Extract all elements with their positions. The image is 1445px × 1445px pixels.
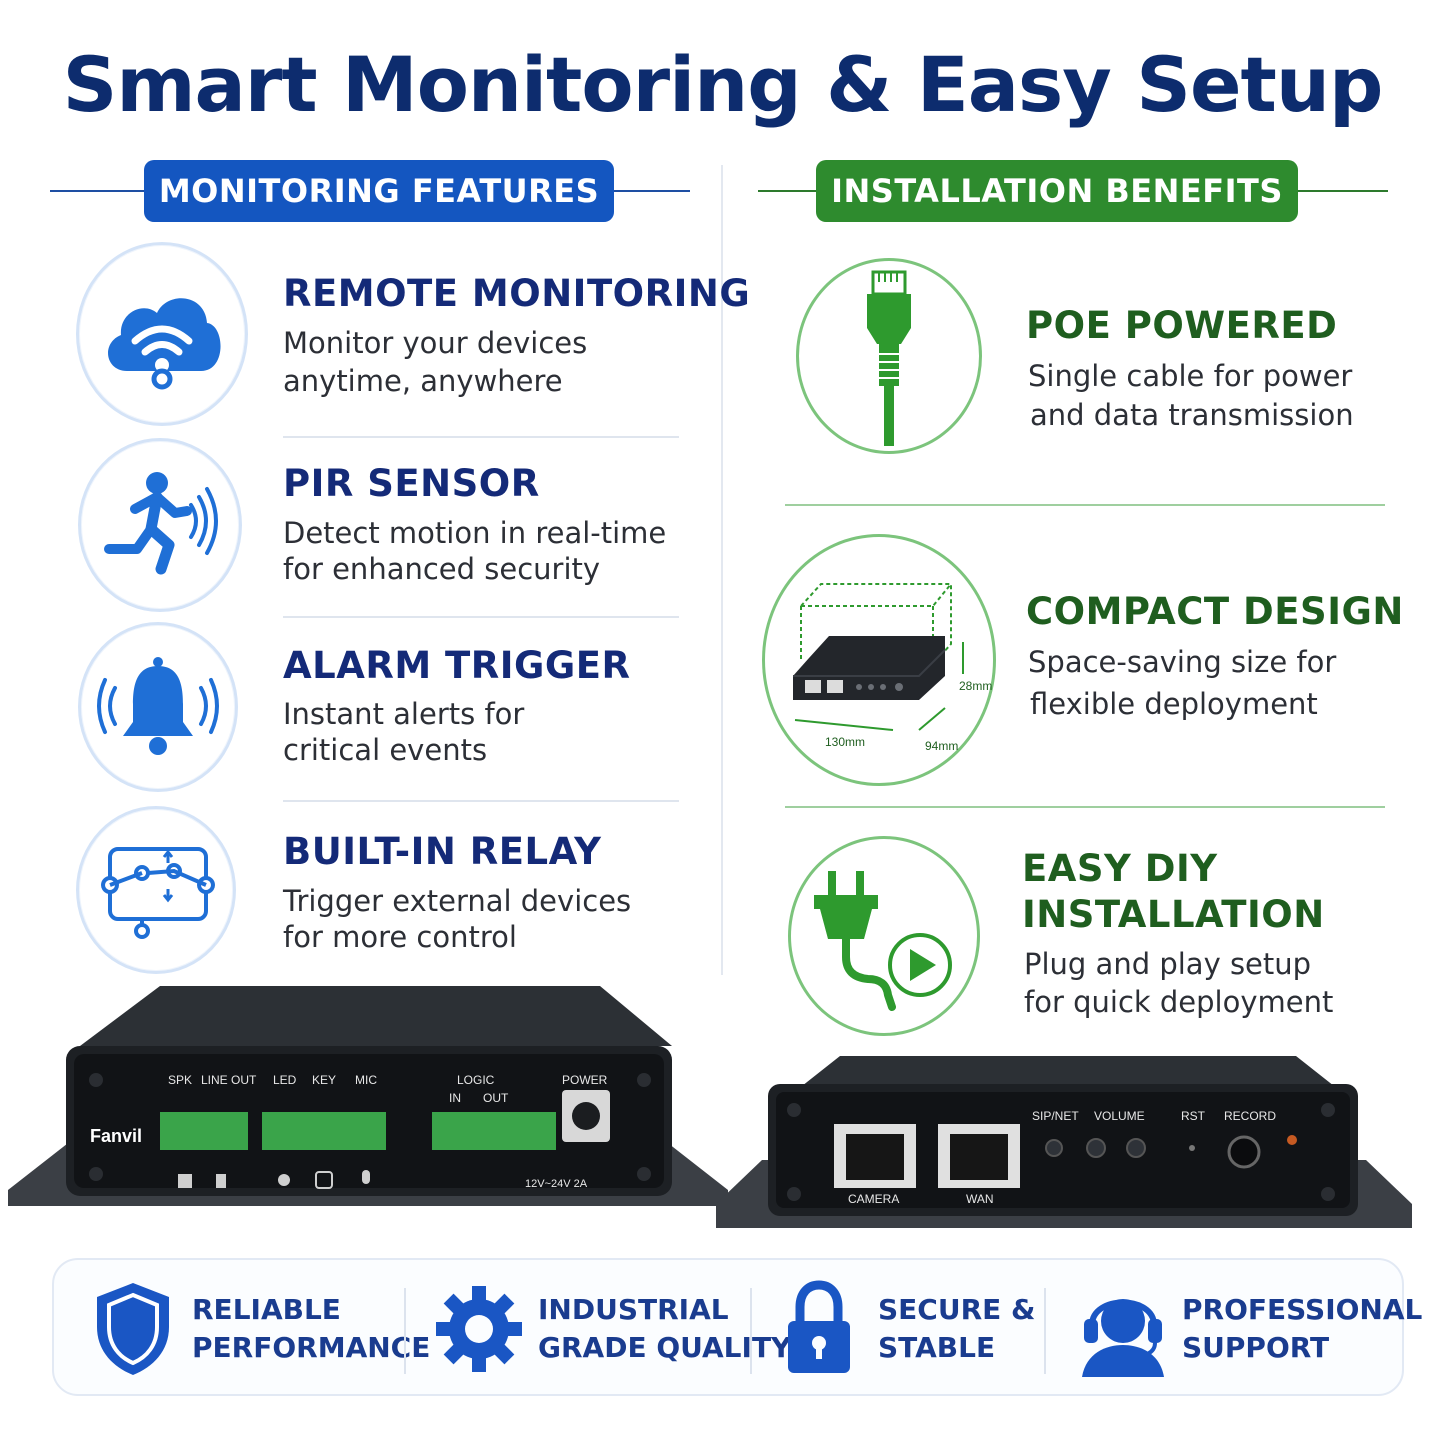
monitoring-features-label: MONITORING FEATURES xyxy=(144,160,614,222)
feature-desc-line1: Trigger external devices xyxy=(283,884,632,918)
feature-desc-line2: for more control xyxy=(283,920,517,954)
installation-benefits-label: INSTALLATION BENEFITS xyxy=(816,160,1298,222)
feature-desc-line1: Single cable for power xyxy=(1028,359,1353,393)
installation-benefits-header: INSTALLATION BENEFITS xyxy=(758,160,1388,222)
relay-switch-icon xyxy=(101,847,215,939)
port-label-mic: MIC xyxy=(355,1073,377,1087)
feature-title: BUILT-IN RELAY xyxy=(283,830,602,873)
feature-separator xyxy=(283,436,679,438)
port-label-power: POWER xyxy=(562,1073,608,1087)
page-title: Smart Monitoring & Easy Setup xyxy=(62,40,1384,129)
power-voltage-label: 12V~24V 2A xyxy=(525,1178,588,1190)
compact-device-icon: 130mm 94mm 28mm xyxy=(793,583,992,753)
port-label-volume: VOLUME xyxy=(1094,1109,1145,1123)
feature-separator xyxy=(283,616,679,618)
port-label-key: KEY xyxy=(312,1073,337,1087)
shield-icon xyxy=(97,1283,169,1375)
port-label-wan: WAN xyxy=(966,1192,994,1206)
port-label-record: RECORD xyxy=(1224,1109,1277,1123)
ethernet-cable-icon xyxy=(867,270,911,446)
bottom-item-line2: GRADE QUALITY xyxy=(538,1331,792,1364)
feature-desc-line1: Space-saving size for xyxy=(1028,645,1337,679)
bottom-item-line1: SECURE & xyxy=(878,1293,1036,1326)
port-label-in: IN xyxy=(449,1091,461,1105)
bottom-item-line1: INDUSTRIAL xyxy=(538,1293,729,1326)
device-front-panel: Fanvil SPK LINE OUT LED KEY MIC LOGIC IN… xyxy=(8,984,728,1220)
bottom-separator xyxy=(1044,1288,1046,1374)
dim-height: 28mm xyxy=(959,679,992,693)
gear-icon xyxy=(436,1286,522,1372)
running-person-icon xyxy=(104,472,218,575)
cloud-wifi-icon xyxy=(108,298,221,390)
feature-title: REMOTE MONITORING xyxy=(283,272,751,315)
bottom-features-bar: RELIABLE PERFORMANCE xyxy=(52,1258,1422,1398)
port-label-sipnet: SIP/NET xyxy=(1032,1109,1079,1123)
plug-play-icon xyxy=(814,871,952,1011)
port-label-lineout: LINE OUT xyxy=(201,1073,257,1087)
feature-separator xyxy=(785,504,1385,506)
bottom-separator xyxy=(404,1288,406,1374)
feature-desc-line1: Plug and play setup xyxy=(1024,947,1312,981)
feature-title: PIR SENSOR xyxy=(283,462,540,505)
bottom-item-line2: STABLE xyxy=(878,1331,996,1364)
port-label-logic: LOGIC xyxy=(457,1073,495,1087)
bottom-item-line1: PROFESSIONAL xyxy=(1182,1293,1423,1326)
port-label-out: OUT xyxy=(483,1091,509,1105)
feature-separator xyxy=(283,800,679,802)
bottom-item-line1: RELIABLE xyxy=(192,1293,341,1326)
dim-depth: 94mm xyxy=(925,739,958,753)
feature-title-line2: INSTALLATION xyxy=(1022,893,1325,936)
port-label-camera: CAMERA xyxy=(848,1192,900,1206)
feature-desc-line2: and data transmission xyxy=(1030,398,1354,432)
monitoring-features-header: MONITORING FEATURES xyxy=(50,160,690,222)
feature-title: POE POWERED xyxy=(1026,304,1338,347)
port-label-spk: SPK xyxy=(168,1073,193,1087)
bottom-item-industrial: INDUSTRIAL GRADE QUALITY xyxy=(434,1260,791,1398)
feature-desc-line1: Detect motion in real-time xyxy=(283,516,667,550)
feature-desc-line1: Instant alerts for xyxy=(283,697,525,731)
bottom-item-support: PROFESSIONAL SUPPORT xyxy=(1078,1260,1422,1398)
feature-desc-line2: for quick deployment xyxy=(1024,985,1334,1019)
port-label-rst: RST xyxy=(1181,1109,1205,1123)
bell-icon xyxy=(97,657,219,755)
dim-length: 130mm xyxy=(825,735,865,749)
feature-title: COMPACT DESIGN xyxy=(1026,590,1404,633)
port-label-led: LED xyxy=(273,1073,297,1087)
feature-desc-line2: critical events xyxy=(283,733,488,767)
device-back-panel: SIP/NET VOLUME RST RECORD CAMERA WAN xyxy=(716,1054,1412,1230)
feature-title: EASY DIY xyxy=(1022,847,1218,890)
feature-desc-line2: anytime, anywhere xyxy=(283,364,563,398)
bottom-item-secure: SECURE & STABLE xyxy=(774,1260,1035,1398)
bottom-item-line2: SUPPORT xyxy=(1182,1331,1330,1364)
feature-separator xyxy=(785,806,1385,808)
headset-icon xyxy=(1082,1299,1164,1377)
feature-desc-line2: flexible deployment xyxy=(1030,687,1318,721)
feature-desc-line1: Monitor your devices xyxy=(283,326,588,360)
bottom-separator xyxy=(750,1288,752,1374)
brand-logo: Fanvil xyxy=(90,1126,143,1146)
feature-title: ALARM TRIGGER xyxy=(283,644,631,687)
feature-desc-line2: for enhanced security xyxy=(283,552,601,586)
lock-icon xyxy=(788,1280,850,1373)
bottom-item-line2: PERFORMANCE xyxy=(192,1331,431,1364)
column-divider xyxy=(721,165,723,975)
bottom-item-reliable: RELIABLE PERFORMANCE xyxy=(88,1260,430,1398)
